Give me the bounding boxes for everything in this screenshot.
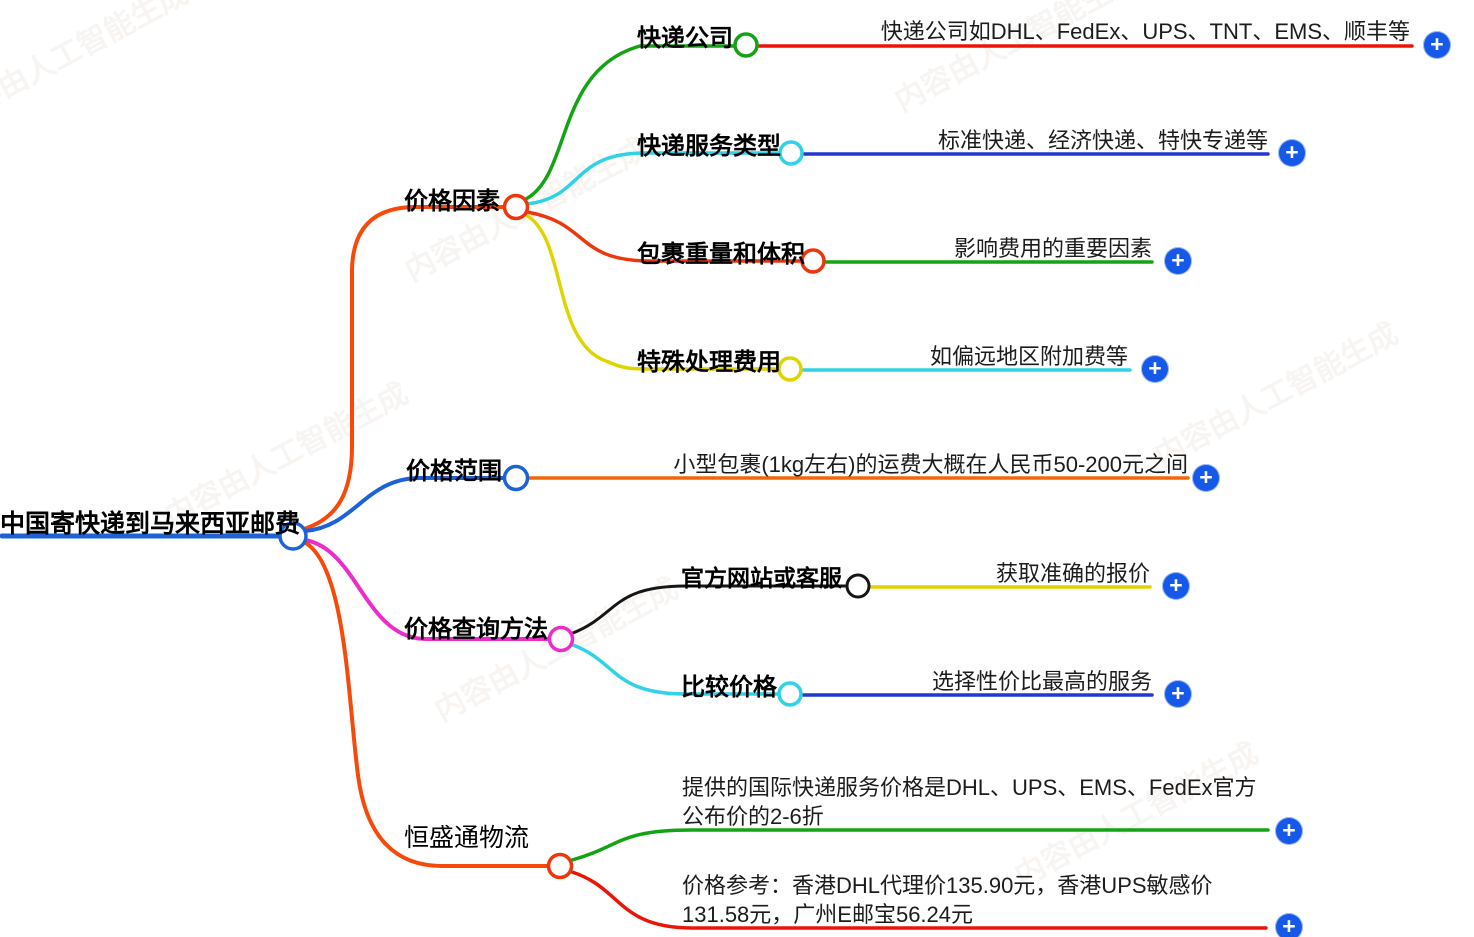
topic-price-range[interactable]: 价格范围 bbox=[406, 458, 502, 485]
note-service-type[interactable]: 标准快递、经济快递、特快专递等 bbox=[937, 128, 1268, 153]
node-dot-compare-price[interactable] bbox=[777, 681, 803, 707]
plus-icon: + bbox=[1282, 912, 1296, 937]
branch-line-price-query bbox=[303, 538, 550, 641]
branch-line-official-site bbox=[571, 584, 847, 635]
plus-icon: + bbox=[1148, 354, 1162, 381]
plus-icon: + bbox=[1285, 138, 1299, 165]
node-dot-root[interactable] bbox=[278, 521, 308, 551]
branch-line-weight-volume bbox=[525, 210, 802, 263]
branch-line-hengshengtong bbox=[302, 540, 548, 868]
expand-button-official-site[interactable]: + bbox=[1162, 572, 1190, 600]
note-price-range[interactable]: 小型包裹(1kg左右)的运费大概在人民币50-200元之间 bbox=[673, 452, 1188, 477]
topic-official-site[interactable]: 官方网站或客服 bbox=[681, 565, 842, 591]
node-dot-official-site[interactable] bbox=[845, 573, 871, 599]
expand-button-weight-volume[interactable]: + bbox=[1164, 247, 1192, 275]
plus-icon: + bbox=[1171, 679, 1185, 706]
branch-line-compare-price bbox=[571, 643, 780, 696]
note-discount[interactable]: 提供的国际快递服务价格是DHL、UPS、EMS、FedEx官方公布价的2-6折 bbox=[682, 775, 1257, 829]
branch-line-express-company bbox=[524, 44, 736, 201]
node-dot-express-company[interactable] bbox=[733, 32, 759, 58]
node-dot-special-fees[interactable] bbox=[777, 356, 803, 382]
expand-button-price-range[interactable]: + bbox=[1192, 464, 1220, 492]
branch-line-price-range bbox=[303, 476, 505, 533]
topic-price-query[interactable]: 价格查询方法 bbox=[404, 616, 548, 643]
plus-icon: + bbox=[1430, 30, 1444, 57]
note-line-discount bbox=[570, 828, 1270, 862]
topic-express-company[interactable]: 快递公司 bbox=[637, 25, 733, 52]
note-special-fees[interactable]: 如偏远地区附加费等 bbox=[929, 344, 1128, 369]
expand-button-service-type[interactable]: + bbox=[1278, 139, 1306, 167]
note-price-reference[interactable]: 价格参考：香港DHL代理价135.90元，香港UPS敏感价131.58元，广州E… bbox=[682, 873, 1213, 927]
plus-icon: + bbox=[1199, 463, 1213, 490]
branch-line-special-fees bbox=[524, 213, 779, 371]
topic-weight-volume[interactable]: 包裹重量和体积 bbox=[637, 241, 805, 268]
note-compare-price[interactable]: 选择性价比最高的服务 bbox=[931, 669, 1152, 694]
topic-compare-price[interactable]: 比较价格 bbox=[681, 674, 777, 701]
node-dot-hengshengtong[interactable] bbox=[546, 852, 574, 880]
note-express-company[interactable]: 快递公司如DHL、FedEx、UPS、TNT、EMS、顺丰等 bbox=[880, 19, 1410, 44]
topic-hengshengtong[interactable]: 恒盛通物流 bbox=[404, 824, 530, 852]
node-dot-weight-volume[interactable] bbox=[800, 248, 826, 274]
branch-line-price-factors bbox=[302, 205, 506, 531]
note-weight-volume[interactable]: 影响费用的重要因素 bbox=[953, 236, 1152, 261]
note-line-price-reference bbox=[570, 870, 1268, 930]
expand-button-express-company[interactable]: + bbox=[1423, 31, 1451, 59]
node-dot-service-type[interactable] bbox=[778, 140, 804, 166]
plus-icon: + bbox=[1171, 246, 1185, 273]
topic-price-factors[interactable]: 价格因素 bbox=[404, 188, 500, 215]
node-dot-price-range[interactable] bbox=[502, 464, 530, 492]
note-official-site[interactable]: 获取准确的报价 bbox=[995, 561, 1150, 586]
node-dot-price-factors[interactable] bbox=[502, 193, 530, 221]
expand-button-discount[interactable]: + bbox=[1275, 817, 1303, 845]
topic-service-type[interactable]: 快递服务类型 bbox=[637, 133, 781, 160]
plus-icon: + bbox=[1282, 816, 1296, 843]
expand-button-special-fees[interactable]: + bbox=[1141, 355, 1169, 383]
node-dot-price-query[interactable] bbox=[547, 625, 575, 653]
expand-button-price-reference[interactable]: + bbox=[1275, 913, 1303, 937]
topic-special-fees[interactable]: 特殊处理费用 bbox=[637, 349, 781, 376]
expand-button-compare-price[interactable]: + bbox=[1164, 680, 1192, 708]
branch-line-service-type bbox=[525, 151, 781, 206]
plus-icon: + bbox=[1169, 571, 1183, 598]
root-topic-label[interactable]: 中国寄快递到马来西亚邮费 bbox=[0, 510, 301, 538]
